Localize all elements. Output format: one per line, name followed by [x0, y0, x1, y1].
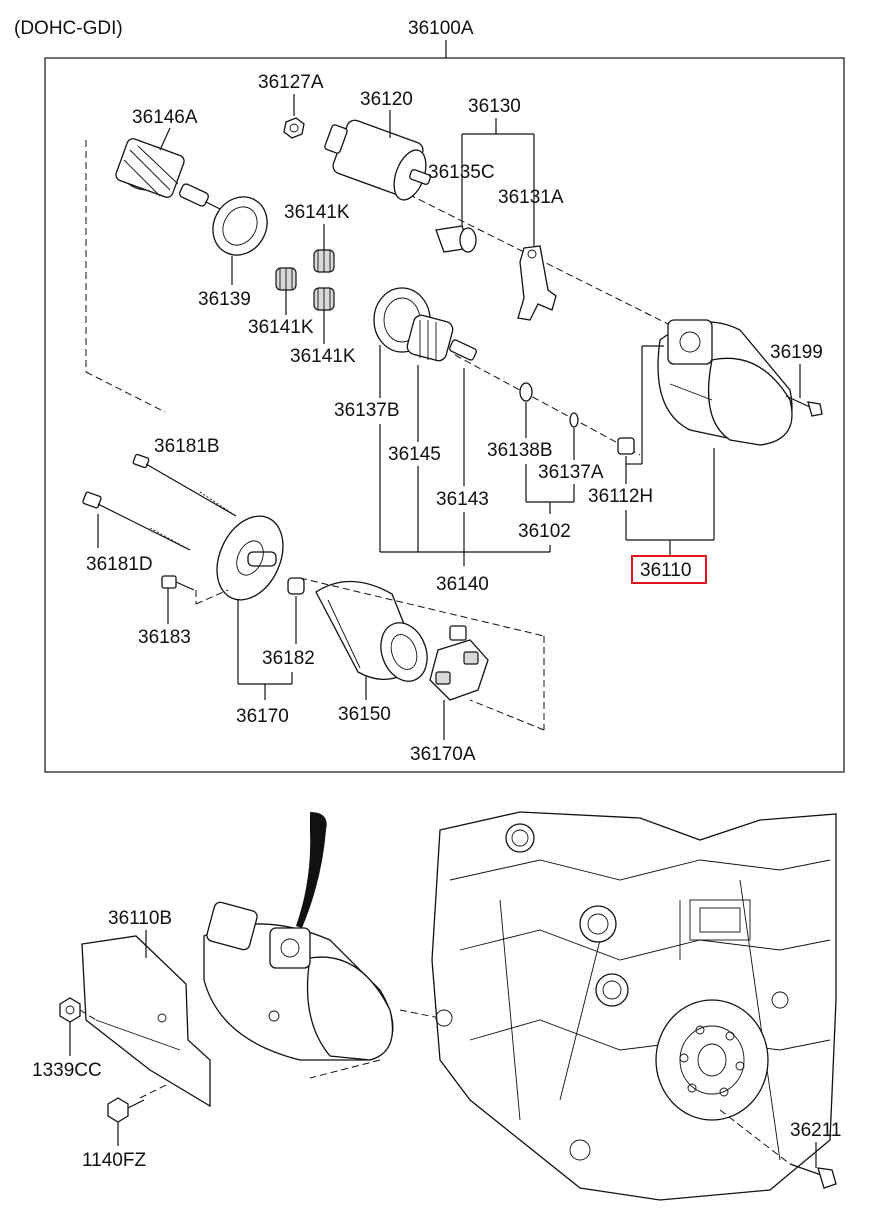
planet-gear-1-part[interactable] — [313, 249, 335, 273]
label-36138B: 36138B — [487, 440, 553, 461]
label-36141K-bottom: 36141K — [290, 346, 356, 367]
solenoid-part[interactable] — [324, 118, 432, 204]
bolt-36211-part[interactable] — [789, 1163, 837, 1189]
label-36131A: 36131A — [498, 187, 564, 208]
label-36139: 36139 — [198, 289, 251, 310]
label-36130: 36130 — [468, 96, 521, 117]
planet-gear-2-part[interactable] — [275, 267, 297, 291]
brush-holder-plate-part[interactable] — [202, 187, 277, 265]
stop-ring-part[interactable] — [519, 382, 533, 402]
highlight-box-36110 — [631, 555, 707, 584]
screw-36183-part[interactable] — [161, 575, 195, 591]
label-36110B: 36110B — [108, 908, 172, 929]
snap-ring-part[interactable] — [569, 412, 579, 428]
nut-36127A-part[interactable] — [283, 117, 305, 139]
label-1140FZ: 1140FZ — [82, 1150, 146, 1171]
assembly-frame — [44, 57, 845, 773]
starter-assembly-part[interactable] — [657, 319, 793, 446]
label-36112H: 36112H — [588, 486, 653, 507]
label-36110[interactable]: 36110 — [640, 560, 691, 581]
label-36170: 36170 — [236, 706, 289, 727]
label-36182: 36182 — [262, 648, 315, 669]
plunger-part[interactable] — [435, 225, 477, 253]
label-36140: 36140 — [436, 574, 489, 595]
heat-shield-part[interactable] — [81, 935, 211, 1108]
through-bolt-36181D-part[interactable] — [82, 491, 191, 551]
label-36143: 36143 — [436, 489, 489, 510]
label-36102: 36102 — [518, 521, 571, 542]
bolt-36199-part[interactable] — [785, 395, 823, 417]
through-bolt-36181B-part[interactable] — [132, 453, 237, 517]
label-36211: 36211 — [790, 1120, 841, 1141]
yoke-assembly-part[interactable] — [315, 580, 435, 687]
label-36141K-top: 36141K — [284, 202, 350, 223]
label-36120: 36120 — [360, 89, 413, 110]
bush-36182-part[interactable] — [287, 577, 305, 595]
label-36135C: 36135C — [428, 162, 495, 183]
rear-end-frame-part[interactable] — [204, 505, 296, 610]
label-36127A: 36127A — [258, 72, 324, 93]
label-36150: 36150 — [338, 704, 391, 725]
label-36170A: 36170A — [410, 744, 476, 765]
planet-gear-3-part[interactable] — [313, 287, 335, 311]
bushing-part[interactable] — [617, 437, 635, 455]
engine-variant-label: (DOHC-GDI) — [14, 18, 123, 39]
label-36137B: 36137B — [334, 400, 400, 421]
bolt-1140FZ-part[interactable] — [107, 1097, 145, 1123]
label-36181B: 36181B — [154, 436, 220, 457]
gear-housing-part[interactable] — [373, 287, 477, 362]
armature-part[interactable] — [114, 137, 223, 211]
assembly-code-label: 36100A — [408, 18, 474, 39]
direction-arrow-icon — [296, 812, 327, 928]
label-1339CC: 1339CC — [32, 1060, 102, 1081]
label-36141K-middle: 36141K — [248, 317, 314, 338]
label-36183: 36183 — [138, 627, 191, 648]
installed-starter-part[interactable] — [203, 901, 394, 1061]
brush-holder-assembly-part[interactable] — [429, 625, 489, 701]
label-36137A: 36137A — [538, 462, 604, 483]
label-36181D: 36181D — [86, 554, 153, 575]
label-36199: 36199 — [770, 342, 823, 363]
shift-lever-part[interactable] — [517, 245, 557, 321]
nut-1339CC-part[interactable] — [59, 997, 81, 1023]
engine-block-illustration — [431, 811, 837, 1201]
label-36146A: 36146A — [132, 107, 198, 128]
label-36145: 36145 — [388, 444, 441, 465]
